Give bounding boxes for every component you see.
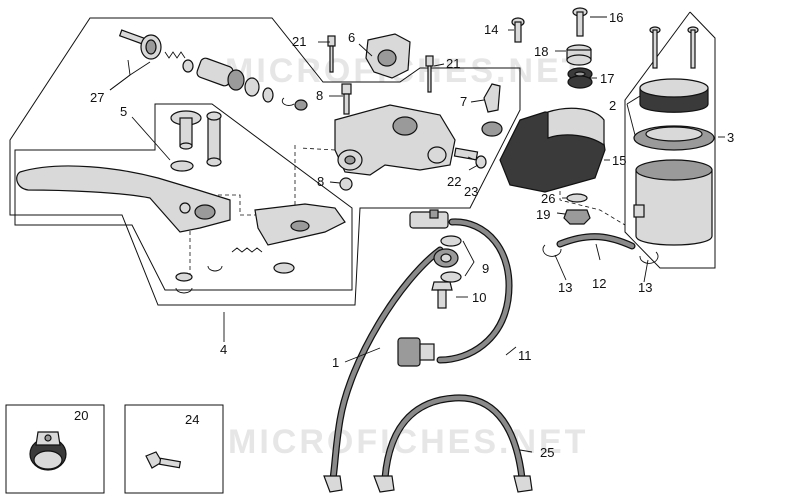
watermark-bottom: MICROFICHES.NET [228,423,588,461]
banjo-bolt-part-10 [431,281,453,309]
seal-ring [294,99,308,111]
grommet-part-20 [29,431,67,471]
washer-small [182,59,194,73]
callout-8-bottom: 8 [317,174,324,189]
screw-part-16 [572,7,588,37]
lever-assembly-outline [9,17,521,306]
screw-part-8 [341,83,352,115]
callout-3: 3 [727,130,734,145]
nut-part-19 [563,209,591,225]
hose-25-end-left [373,475,395,493]
master-cylinder-body [334,104,456,176]
callout-27: 27 [90,90,104,105]
callout-21-left: 21 [292,34,306,49]
reservoir-group-outline [689,11,716,269]
pushrod-part-5 [170,110,222,167]
brake-lever [16,165,231,233]
callout-20: 20 [74,408,88,423]
callout-23: 23 [464,184,478,199]
callout-1: 1 [332,355,339,370]
callout-9: 9 [482,261,489,276]
callout-16: 16 [609,10,623,25]
copper-washer-part-9-top [440,235,462,247]
brake-hose-part-1-inner [329,247,443,488]
reservoir-cap-part-2 [639,78,709,113]
callout-15: 15 [612,153,626,168]
callout-14: 14 [484,22,498,37]
spring-small [164,51,186,59]
assembly-line [559,139,626,226]
bolt-part-21-left [327,35,336,73]
circlip-lever-2 [207,265,223,272]
circlip [281,97,295,106]
pivot-pin-part-27 [118,29,162,60]
lever-subassembly-outline [14,103,353,291]
callout-25: 25 [540,445,554,460]
hose-clip-part-13-left [542,244,562,257]
reservoir-hose-part-12-inner [557,234,635,249]
callout-8-top: 8 [316,88,323,103]
callout-24: 24 [185,412,199,427]
callout-5: 5 [120,104,127,119]
hose-25-end-right [513,475,533,493]
reservoir-guard-part-15 [499,107,606,193]
copper-washer-part-9-bottom [440,271,462,283]
callout-2: 2 [609,98,616,113]
screw-part-14 [511,17,525,43]
callout-4: 4 [220,342,227,357]
callout-13-left: 13 [558,280,572,295]
callout-7: 7 [460,94,467,109]
circlip-lever [175,287,193,294]
callout-21-right: 21 [446,56,460,71]
callout-13-right: 13 [638,280,652,295]
callout-18: 18 [534,44,548,59]
inset-box-20 [5,404,105,494]
fitting-part-7 [481,83,503,137]
reservoir-group-outline-left [624,11,700,269]
reservoir-diaphragm [633,125,715,151]
callout-6: 6 [348,30,355,45]
callout-17: 17 [600,71,614,86]
hose-clip-part-13-right [639,251,659,264]
spring-lever [231,247,263,253]
callout-19: 19 [536,207,550,222]
washer-lever [170,160,194,172]
callout-26: 26 [541,191,555,206]
clamp-part-6 [365,33,411,79]
reservoir-screw-left [649,26,661,69]
hose-end-left [323,475,343,493]
washer-lever-3 [175,272,193,282]
brake-switch-cable-part-11-inner [437,219,512,363]
callout-12: 12 [592,276,606,291]
piston-assembly [196,57,274,103]
screw-part-24 [145,451,182,469]
reservoir-screw-right [687,26,699,69]
assembly-line [299,147,336,151]
grommet-part-17 [567,67,593,89]
bleeder-part-22 [453,147,487,169]
spacer-part-18 [566,44,592,66]
callout-11: 11 [518,348,532,363]
washer-part-26 [566,193,588,203]
bolt-part-21-right [425,55,434,93]
nut-part-8 [339,177,353,191]
callout-22: 22 [447,174,461,189]
reservoir-body [633,159,713,246]
connector [397,337,435,367]
leader-lines [109,16,725,453]
callout-10: 10 [472,290,486,305]
lever-adjuster-bracket [254,203,346,246]
washer-lever-2 [273,262,295,274]
brake-switch [409,209,449,229]
banjo-fitting [433,248,459,268]
callout-labels: 27 5 4 21 6 21 8 8 7 22 23 14 16 18 17 2… [74,10,734,460]
brake-hose-part-25-inner [382,395,525,481]
inset-box-24 [124,404,224,494]
